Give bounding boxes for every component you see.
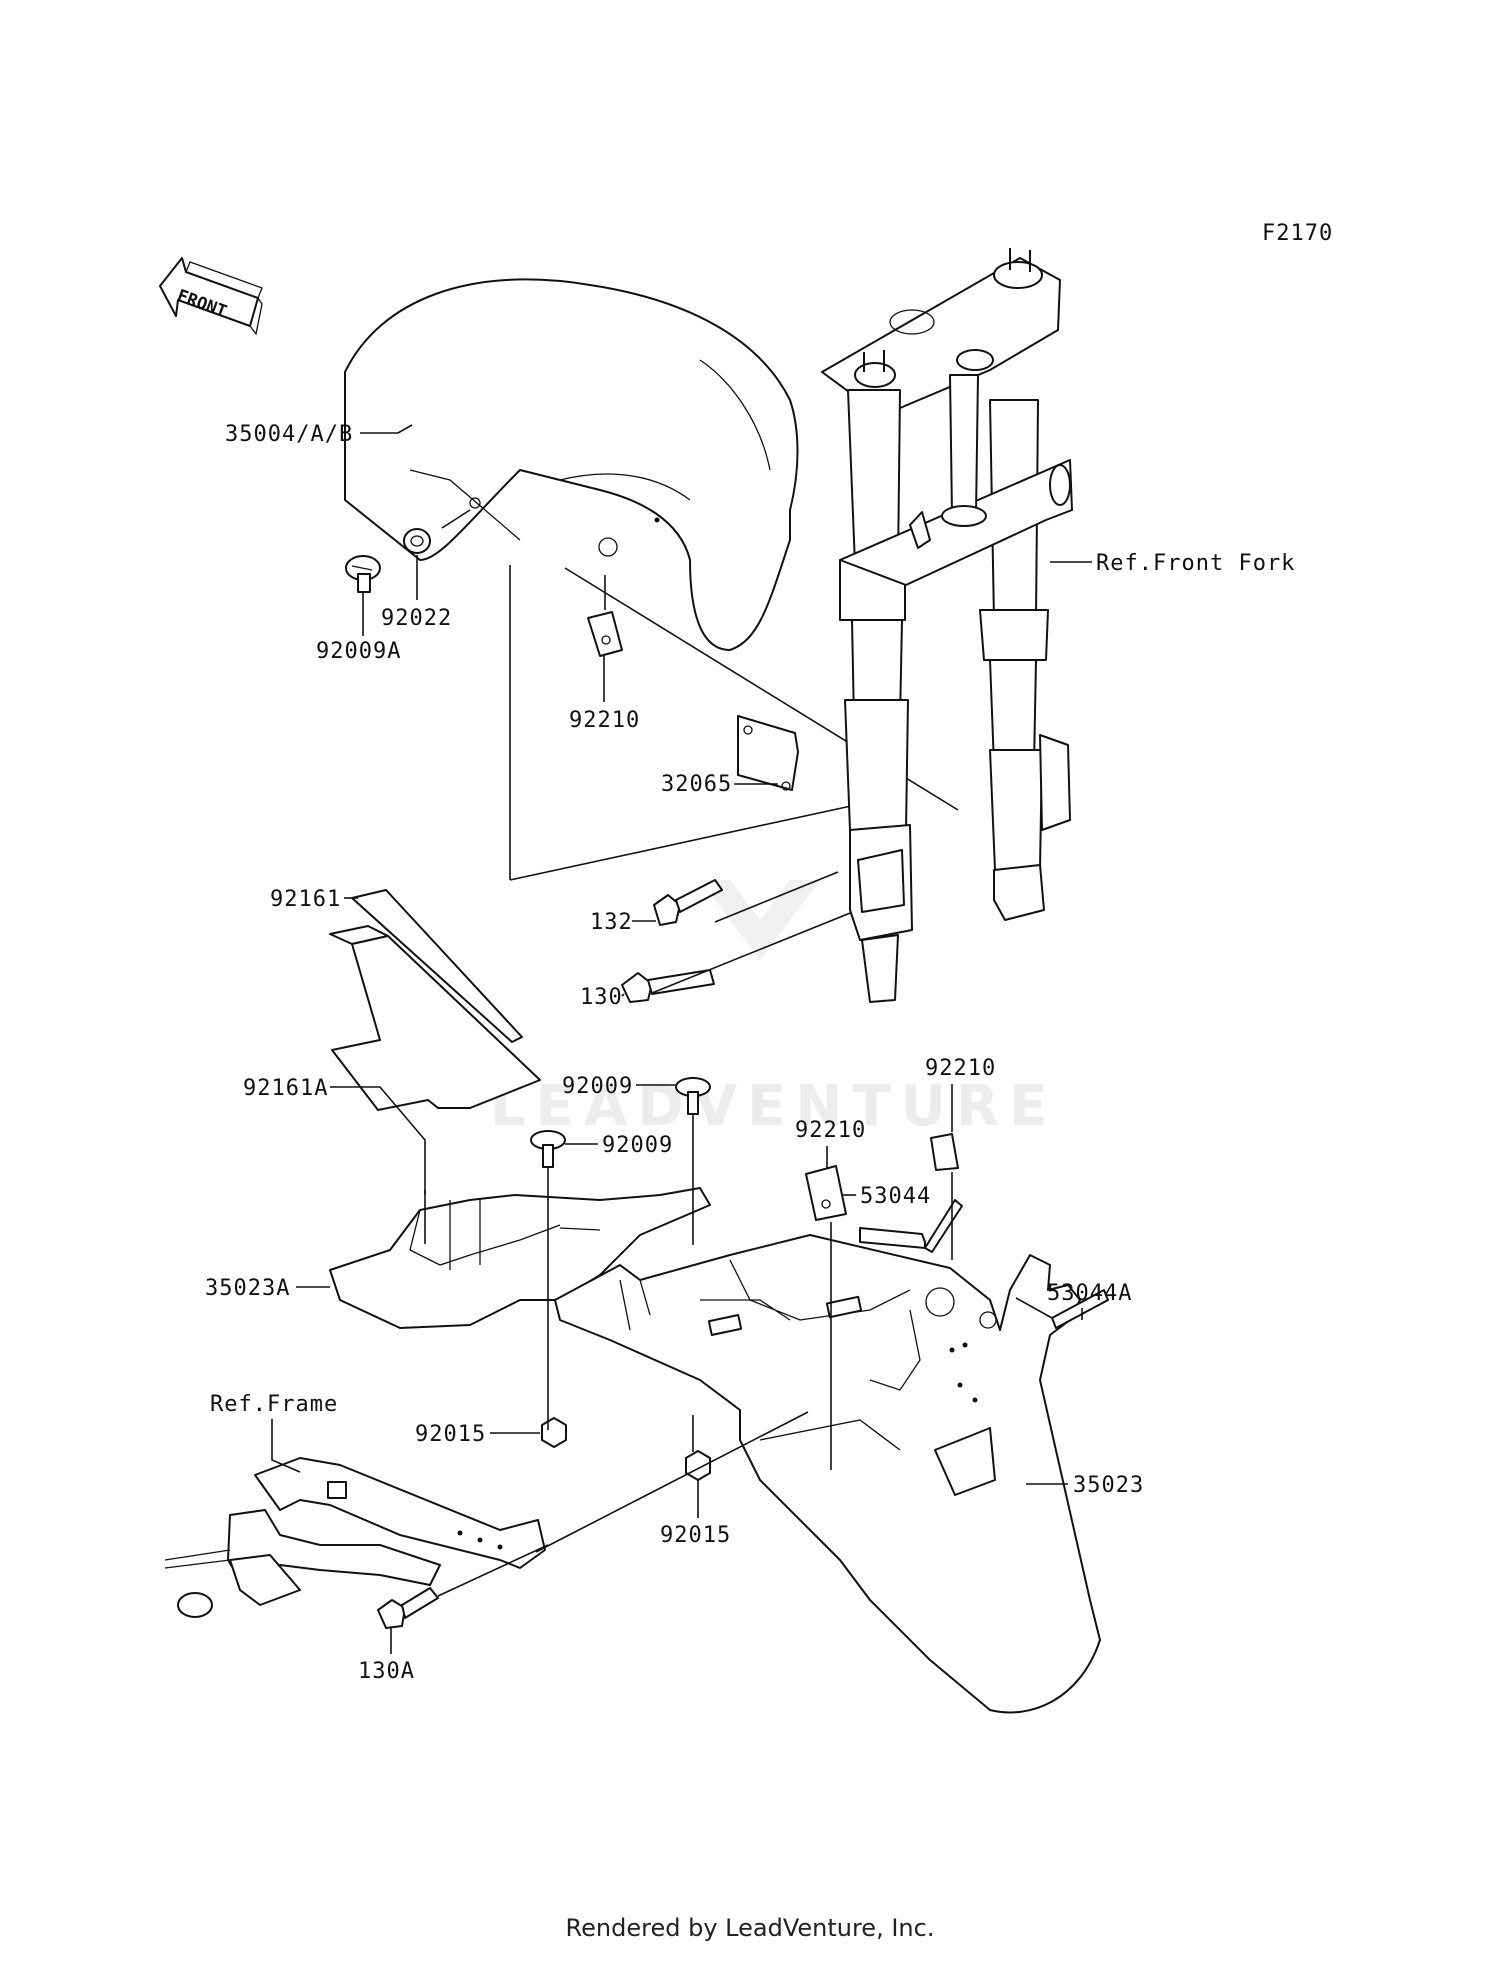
svg-text:Ref.Front Fork: Ref.Front Fork <box>1096 551 1295 576</box>
label-92009-a: 92009 <box>562 1074 676 1099</box>
footer-credit: Rendered by LeadVenture, Inc. <box>565 1914 935 1942</box>
watermark: LEADVENTURE <box>490 880 1057 1139</box>
front-arrow-icon: FRONT <box>159 257 263 336</box>
label-32065: 32065 <box>661 772 778 797</box>
svg-text:35023A: 35023A <box>205 1276 290 1301</box>
label-92161: 92161 <box>270 887 358 912</box>
svg-text:92009: 92009 <box>602 1133 673 1158</box>
svg-text:92009A: 92009A <box>316 639 401 664</box>
label-92015-b: 92015 <box>660 1480 731 1548</box>
label-35023: 35023 <box>1026 1473 1144 1498</box>
svg-text:130A: 130A <box>358 1659 415 1684</box>
label-130: 130 <box>580 985 625 1010</box>
nut-92015-a <box>541 1417 567 1448</box>
pin-53044A <box>1051 1289 1109 1329</box>
clip-92210-b <box>930 1133 959 1171</box>
clip-92210-top <box>587 611 623 657</box>
rear-fender-35023 <box>554 1234 1101 1714</box>
svg-text:53044: 53044 <box>860 1184 931 1209</box>
label-130A: 130A <box>358 1628 415 1684</box>
diagram-code: F2170 <box>1262 221 1333 246</box>
label-ref-frame: Ref.Frame <box>210 1392 338 1473</box>
label-53044: 53044 <box>843 1184 931 1209</box>
svg-text:92210: 92210 <box>925 1056 996 1081</box>
wrench-53044 <box>859 1199 963 1253</box>
svg-text:35023: 35023 <box>1073 1473 1144 1498</box>
svg-text:92210: 92210 <box>795 1118 866 1143</box>
svg-text:130: 130 <box>580 985 623 1010</box>
bolt-130A <box>377 1587 439 1629</box>
front-fender <box>344 278 799 651</box>
svg-text:92161: 92161 <box>270 887 341 912</box>
svg-text:92015: 92015 <box>415 1422 486 1447</box>
label-92210-top: 92210 <box>569 656 640 733</box>
clip-92210-a <box>805 1165 847 1221</box>
screw-92009-b <box>530 1130 566 1168</box>
label-92210-b: 92210 <box>925 1056 996 1132</box>
nut-92015-b <box>685 1450 711 1481</box>
label-92022: 92022 <box>381 555 452 631</box>
bolt-132 <box>653 879 723 926</box>
label-92015-a: 92015 <box>415 1422 540 1447</box>
bracket-32065 <box>737 715 799 791</box>
screw-92009-a <box>675 1077 711 1115</box>
svg-text:132: 132 <box>590 910 633 935</box>
label-92009A: 92009A <box>316 592 401 664</box>
label-92009-b: 92009 <box>565 1133 673 1158</box>
label-35023A: 35023A <box>205 1276 330 1301</box>
svg-text:92161A: 92161A <box>243 1076 328 1101</box>
label-92161A: 92161A <box>243 1076 426 1195</box>
sheet-92161A <box>329 925 541 1111</box>
svg-text:92009: 92009 <box>562 1074 633 1099</box>
strip-92161 <box>351 889 523 1043</box>
label-132: 132 <box>590 910 656 935</box>
svg-text:32065: 32065 <box>661 772 732 797</box>
label-ref-front-fork: Ref.Front Fork <box>1096 551 1295 576</box>
svg-text:53044A: 53044A <box>1047 1281 1132 1306</box>
frame <box>164 1457 546 1618</box>
watermark-text: LEADVENTURE <box>490 1074 1057 1139</box>
washer-92022 <box>403 528 431 554</box>
svg-text:92022: 92022 <box>381 606 452 631</box>
bolt-92009A <box>345 555 381 593</box>
label-53044A: 53044A <box>1047 1281 1132 1320</box>
svg-text:92210: 92210 <box>569 708 640 733</box>
label-92210-a: 92210 <box>795 1118 866 1168</box>
svg-text:35004/A/B: 35004/A/B <box>225 422 353 447</box>
svg-text:92015: 92015 <box>660 1523 731 1548</box>
label-35004: 35004/A/B <box>225 422 413 447</box>
svg-text:Ref.Frame: Ref.Frame <box>210 1392 338 1417</box>
front-fork <box>821 248 1073 1003</box>
